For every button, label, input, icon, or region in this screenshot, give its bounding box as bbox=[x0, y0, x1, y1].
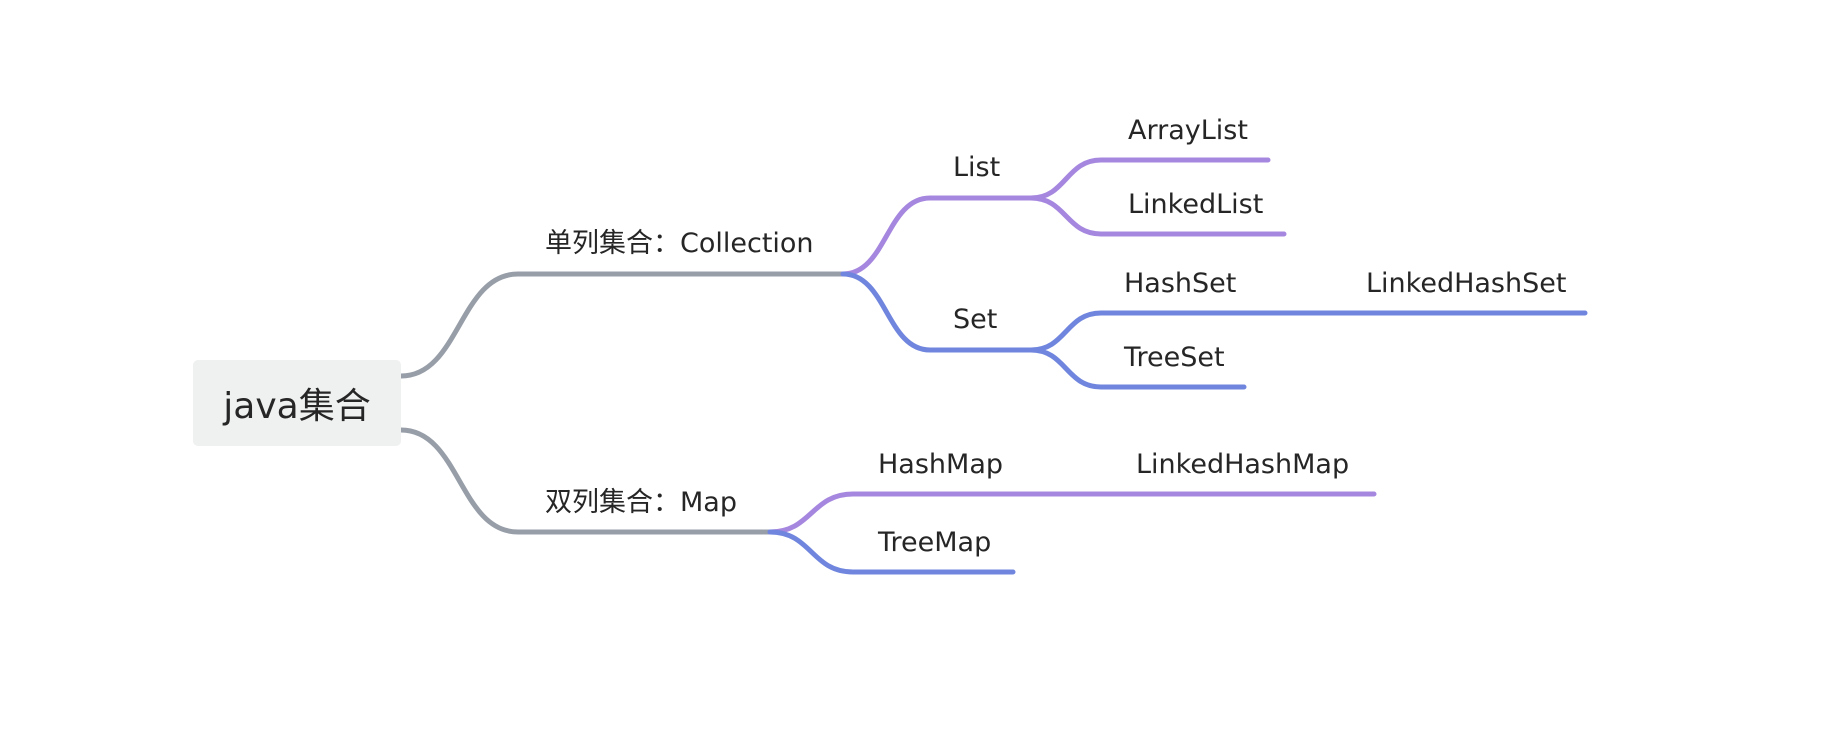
node-linkedhashset[interactable]: LinkedHashSet bbox=[1366, 268, 1567, 299]
edge-set-hashset bbox=[1028, 310, 1258, 353]
node-linkedhashmap[interactable]: LinkedHashMap bbox=[1136, 449, 1350, 480]
node-collection[interactable]: 单列集合：Collection bbox=[545, 228, 814, 259]
node-hashset[interactable]: HashSet bbox=[1124, 268, 1237, 299]
node-treeset[interactable]: TreeSet bbox=[1124, 342, 1225, 373]
edge-map-treemap bbox=[767, 529, 1016, 575]
edge-list-linkedlist bbox=[1028, 195, 1287, 237]
root-label: java集合 bbox=[223, 386, 371, 427]
node-list[interactable]: List bbox=[953, 152, 1001, 183]
node-arraylist[interactable]: ArrayList bbox=[1128, 115, 1248, 146]
edge-set-treeset bbox=[1028, 347, 1247, 390]
edge-list-arraylist bbox=[1028, 157, 1271, 201]
root-node[interactable]: java集合 bbox=[193, 360, 401, 446]
edge-collection-set bbox=[840, 271, 1034, 353]
node-treemap[interactable]: TreeMap bbox=[878, 527, 992, 558]
node-hashmap[interactable]: HashMap bbox=[878, 449, 1004, 480]
edge-map-hashmap bbox=[767, 491, 1025, 535]
edge-collection-list bbox=[840, 195, 1034, 277]
edge-root-collection bbox=[398, 271, 846, 379]
edge-root-map bbox=[398, 427, 773, 535]
node-set[interactable]: Set bbox=[953, 304, 998, 335]
node-map[interactable]: 双列集合：Map bbox=[545, 487, 737, 518]
node-linkedlist[interactable]: LinkedList bbox=[1128, 189, 1264, 220]
